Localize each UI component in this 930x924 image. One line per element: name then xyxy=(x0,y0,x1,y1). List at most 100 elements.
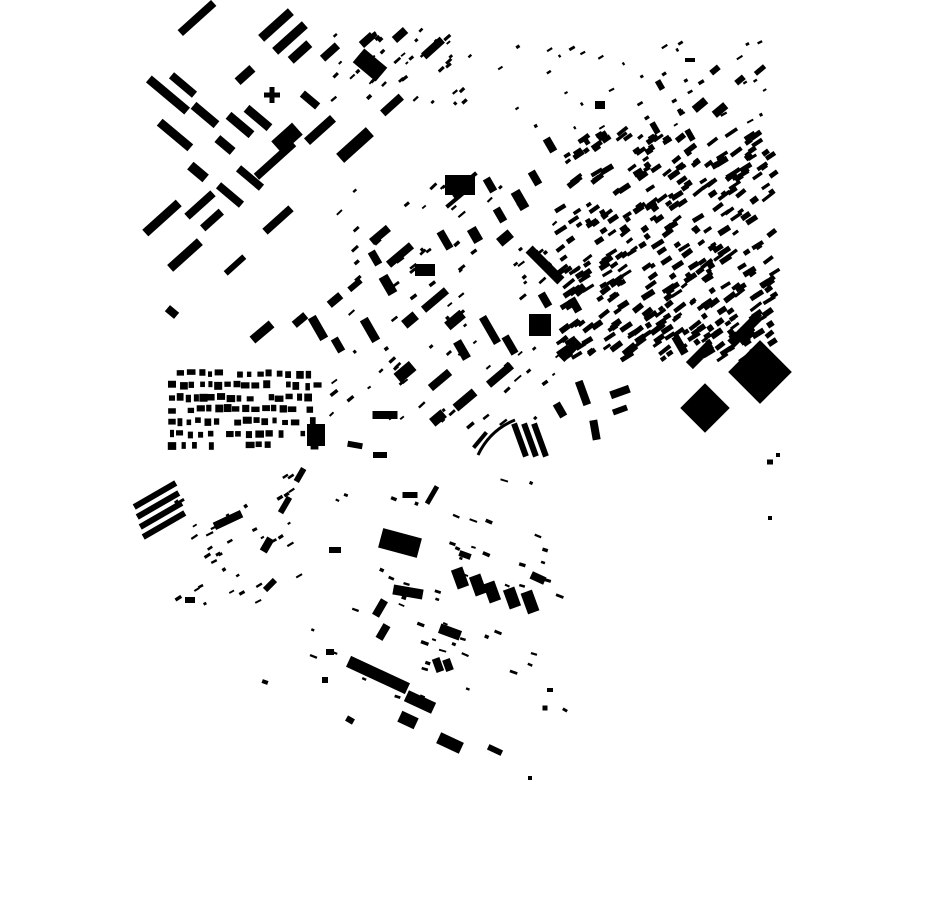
building xyxy=(379,48,386,55)
building xyxy=(517,246,524,252)
building xyxy=(729,333,744,346)
building xyxy=(283,491,290,498)
building xyxy=(374,34,381,42)
building xyxy=(649,325,661,336)
building xyxy=(614,251,625,261)
building xyxy=(141,510,187,540)
building xyxy=(547,688,553,692)
building xyxy=(691,97,709,113)
building xyxy=(499,418,508,426)
building xyxy=(190,101,220,129)
building xyxy=(176,370,185,376)
building xyxy=(616,125,629,137)
building xyxy=(695,266,705,276)
building xyxy=(749,346,759,355)
building xyxy=(214,381,223,390)
building xyxy=(421,36,445,60)
building xyxy=(261,418,269,426)
building xyxy=(714,155,729,168)
building xyxy=(270,404,277,412)
building xyxy=(513,261,519,267)
building xyxy=(446,40,451,45)
building xyxy=(168,395,176,401)
building xyxy=(409,267,417,274)
building xyxy=(353,259,360,266)
building xyxy=(403,201,410,208)
building xyxy=(663,292,674,302)
building xyxy=(717,189,731,202)
building xyxy=(742,80,748,85)
building xyxy=(467,53,473,59)
building xyxy=(330,95,338,102)
building xyxy=(692,157,701,165)
building xyxy=(520,589,540,615)
building xyxy=(218,552,223,557)
building xyxy=(441,407,446,413)
building xyxy=(724,206,735,216)
building xyxy=(493,629,503,636)
building xyxy=(492,206,508,224)
building xyxy=(207,371,213,377)
building xyxy=(650,163,662,174)
building xyxy=(369,54,376,61)
building xyxy=(640,224,650,234)
building xyxy=(649,121,661,135)
building xyxy=(717,245,732,258)
building xyxy=(572,267,581,274)
building xyxy=(403,581,410,587)
building xyxy=(578,273,591,284)
building xyxy=(169,429,175,438)
building xyxy=(645,184,656,193)
building xyxy=(177,418,183,427)
building xyxy=(663,220,679,232)
building xyxy=(208,442,214,450)
building xyxy=(438,648,447,653)
building xyxy=(228,589,235,594)
building xyxy=(380,93,404,117)
building xyxy=(304,393,313,402)
building xyxy=(565,302,575,311)
building xyxy=(226,395,236,403)
building xyxy=(381,81,387,88)
building xyxy=(300,430,306,437)
building xyxy=(751,240,765,251)
building xyxy=(285,371,292,378)
building xyxy=(716,305,728,316)
building xyxy=(261,679,269,685)
building xyxy=(454,546,461,551)
building xyxy=(752,171,763,181)
building xyxy=(331,378,338,385)
building xyxy=(639,74,644,79)
building xyxy=(332,71,339,79)
building xyxy=(251,527,258,533)
building xyxy=(167,380,177,388)
building xyxy=(541,379,549,387)
building xyxy=(445,349,453,356)
building xyxy=(176,393,184,401)
building xyxy=(145,75,191,115)
building xyxy=(187,161,209,183)
building xyxy=(717,224,732,237)
building xyxy=(616,299,630,311)
building xyxy=(764,284,774,294)
building xyxy=(563,351,574,361)
building xyxy=(445,315,450,321)
building xyxy=(700,312,708,320)
building xyxy=(537,291,553,309)
building xyxy=(581,283,595,293)
building xyxy=(649,214,658,222)
building xyxy=(306,406,314,413)
building xyxy=(761,148,770,157)
building xyxy=(537,248,544,255)
building xyxy=(200,208,224,232)
building xyxy=(670,288,683,298)
building xyxy=(691,212,705,224)
building xyxy=(739,334,751,346)
building xyxy=(265,430,273,437)
building xyxy=(577,319,586,328)
building xyxy=(226,538,233,544)
building xyxy=(437,65,445,73)
building xyxy=(461,191,466,196)
building xyxy=(400,52,406,57)
building xyxy=(552,401,568,419)
